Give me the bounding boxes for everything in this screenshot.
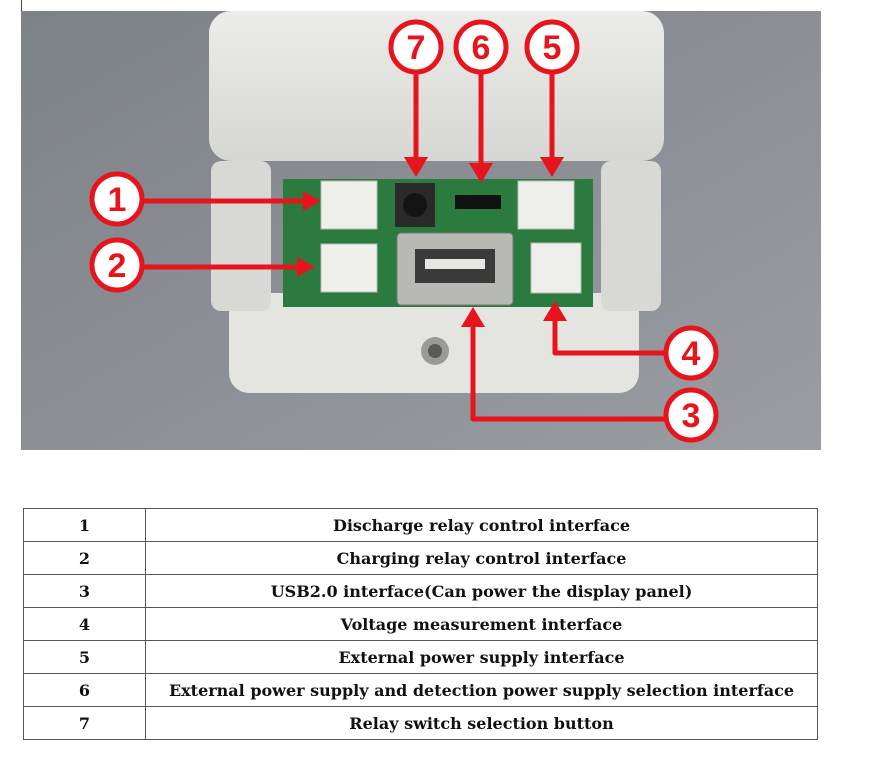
row-number: 7 bbox=[23, 706, 146, 740]
callout-circle-6 bbox=[453, 19, 509, 75]
table-row: 1 Discharge relay control interface bbox=[23, 508, 818, 542]
table-row: 2 Charging relay control interface bbox=[23, 541, 818, 575]
row-description: External power supply interface bbox=[145, 640, 818, 674]
row-number: 4 bbox=[23, 607, 146, 641]
device-illustration: 1 2 3 4 5 6 7 bbox=[21, 11, 821, 450]
connector-5 bbox=[517, 180, 575, 230]
selection-jumper bbox=[455, 195, 501, 209]
callout-label-4: 4 bbox=[682, 335, 701, 373]
callout-circle-1 bbox=[89, 171, 145, 227]
row-description: Charging relay control interface bbox=[145, 541, 818, 575]
row-number: 6 bbox=[23, 673, 146, 707]
row-description: Relay switch selection button bbox=[145, 706, 818, 740]
table-row: 7 Relay switch selection button bbox=[23, 706, 818, 740]
row-description: Discharge relay control interface bbox=[145, 508, 818, 542]
callout-circle-7 bbox=[388, 19, 444, 75]
device-photo: 1 2 3 4 5 6 7 bbox=[21, 11, 821, 450]
interface-table: 1 Discharge relay control interface 2 Ch… bbox=[23, 508, 818, 740]
connector-1 bbox=[320, 180, 378, 230]
row-description: External power supply and detection powe… bbox=[145, 673, 818, 707]
callout-label-2: 2 bbox=[108, 247, 127, 285]
connector-4 bbox=[530, 242, 582, 294]
row-number: 2 bbox=[23, 541, 146, 575]
side-tab-right bbox=[601, 161, 661, 311]
callout-label-5: 5 bbox=[543, 29, 562, 67]
callout-circle-5 bbox=[524, 19, 580, 75]
table-row: 6 External power supply and detection po… bbox=[23, 673, 818, 707]
callout-label-3: 3 bbox=[682, 397, 701, 435]
row-number: 1 bbox=[23, 508, 146, 542]
callout-circle-3 bbox=[663, 387, 719, 443]
row-number: 3 bbox=[23, 574, 146, 608]
callout-circle-4 bbox=[663, 325, 719, 381]
callout-circle-2 bbox=[89, 237, 145, 293]
frame-corner-line bbox=[0, 0, 22, 11]
table-row: 3 USB2.0 interface(Can power the display… bbox=[23, 574, 818, 608]
side-tab-left bbox=[211, 161, 271, 311]
table-row: 4 Voltage measurement interface bbox=[23, 607, 818, 641]
callout-label-7: 7 bbox=[407, 29, 426, 67]
row-number: 5 bbox=[23, 640, 146, 674]
connector-2 bbox=[320, 243, 378, 293]
callout-label-1: 1 bbox=[108, 181, 127, 219]
row-description: USB2.0 interface(Can power the display p… bbox=[145, 574, 818, 608]
row-description: Voltage measurement interface bbox=[145, 607, 818, 641]
callout-label-6: 6 bbox=[472, 29, 491, 67]
table-row: 5 External power supply interface bbox=[23, 640, 818, 674]
